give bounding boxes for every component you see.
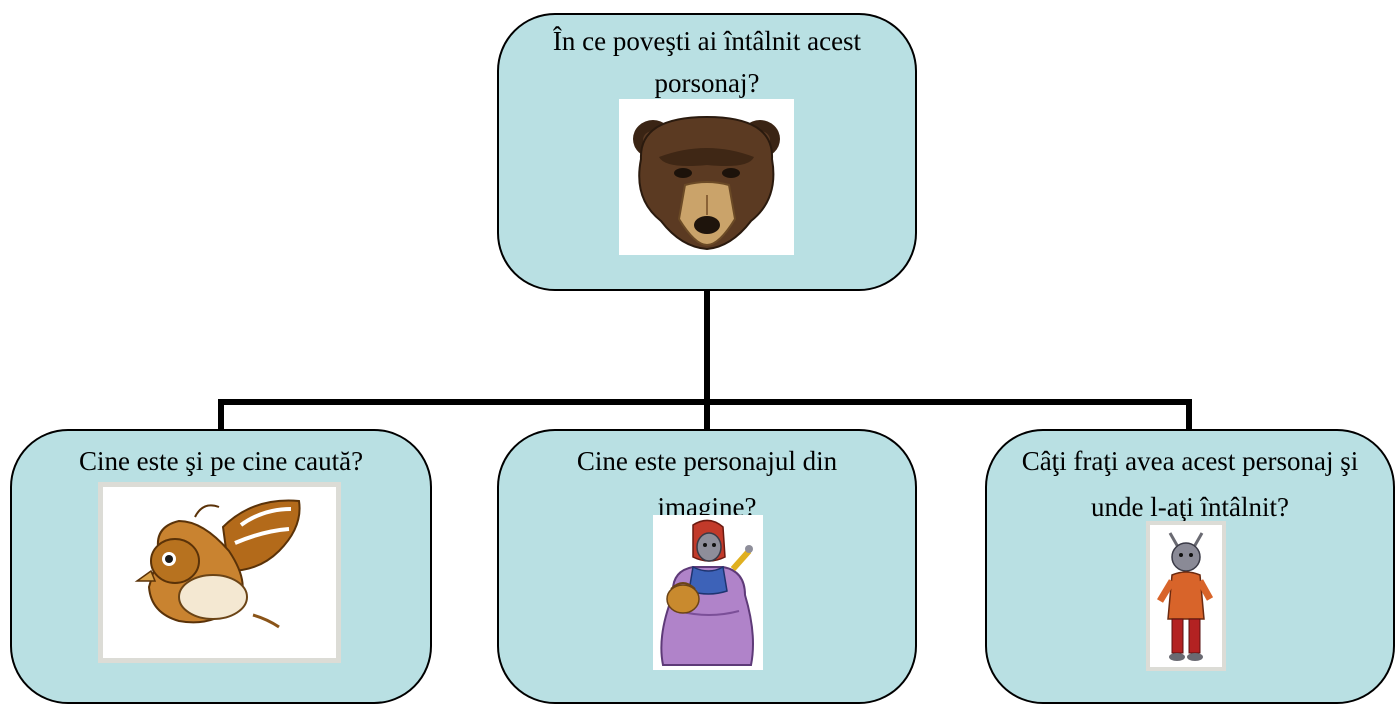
root-question-line1: În ce poveşti ai întâlnit acest <box>552 26 862 56</box>
sparrow-picture-frame <box>98 482 341 663</box>
sparrow-icon <box>103 487 336 658</box>
mother-goat-icon <box>653 515 763 670</box>
kid-goat-picture-frame <box>1146 521 1226 671</box>
sparrow-question-box: Cine este şi pe cine caută? <box>10 429 432 704</box>
goat-question-line1: Cine este personajul din <box>576 446 838 476</box>
kid-goat-question-line2: unde l-aţi întâlnit? <box>1091 492 1289 522</box>
bear-face-icon <box>619 99 794 255</box>
root-question-box: În ce poveşti ai întâlnit acest porsonaj… <box>497 13 917 291</box>
kid-goat-question-box: Câţi fraţi avea acest personaj şi unde l… <box>985 429 1395 704</box>
root-question-line2: porsonaj? <box>654 68 760 98</box>
kid-goat-question-line1: Câţi fraţi avea acest personaj şi <box>1021 446 1359 476</box>
kid-goat-icon <box>1150 525 1222 667</box>
goat-question-box: Cine este personajul din imagine? <box>497 429 917 704</box>
sparrow-question-text: Cine este şi pe cine caută? <box>78 446 364 476</box>
